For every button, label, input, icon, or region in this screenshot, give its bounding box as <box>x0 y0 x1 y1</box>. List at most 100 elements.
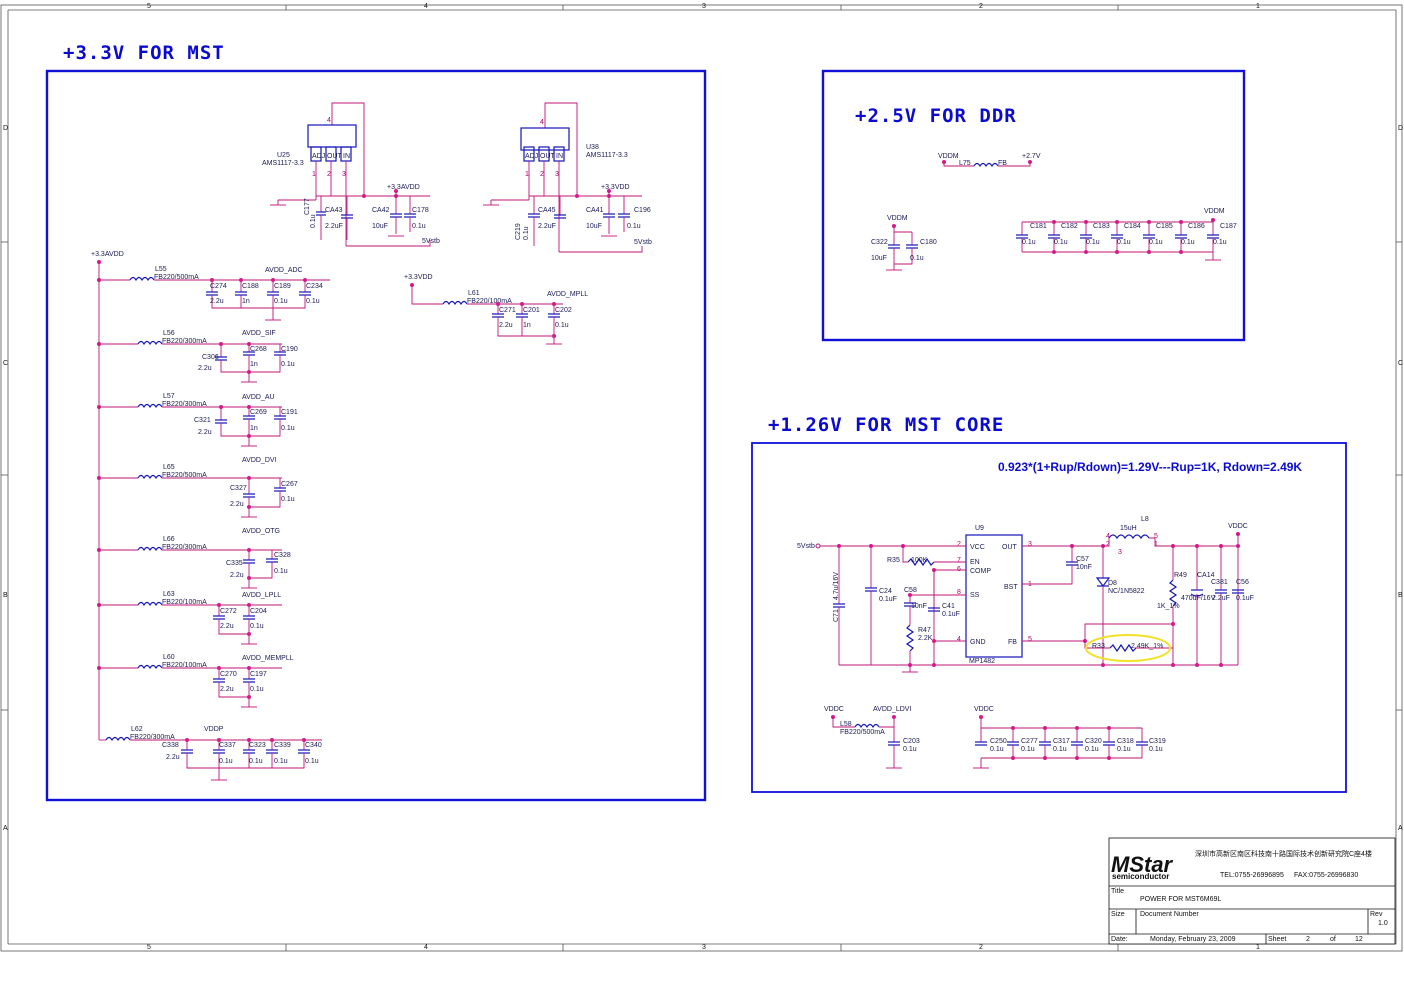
svg-text:FB220/100mA: FB220/100mA <box>162 662 207 669</box>
size-label: Size <box>1111 911 1125 918</box>
svg-text:L8: L8 <box>1141 516 1149 523</box>
svg-text:L55: L55 <box>155 266 167 273</box>
rev-label: Rev <box>1370 911 1383 918</box>
svg-text:0.1u: 0.1u <box>1149 239 1163 246</box>
svg-text:0.1u: 0.1u <box>1054 239 1068 246</box>
section-title-mst33: +3.3V FOR MST <box>63 42 225 64</box>
svg-text:ADJ: ADJ <box>525 153 538 160</box>
svg-text:0.1u: 0.1u <box>249 758 263 765</box>
svg-text:VDDM: VDDM <box>938 153 959 160</box>
svg-text:0.1u: 0.1u <box>250 623 264 630</box>
svg-text:1n: 1n <box>242 298 250 305</box>
svg-text:2.2u: 2.2u <box>230 501 244 508</box>
svg-text:5Vstb: 5Vstb <box>422 238 440 245</box>
svg-text:C58: C58 <box>904 587 917 594</box>
svg-text:6: 6 <box>957 566 961 573</box>
svg-text:VDDP: VDDP <box>204 726 224 733</box>
svg-text:4.7u/16V: 4.7u/16V <box>833 572 840 600</box>
row-label: A <box>1398 825 1403 832</box>
svg-text:0.1uF: 0.1uF <box>879 596 897 603</box>
col-label: 2 <box>979 944 983 951</box>
svg-text:1n: 1n <box>523 322 531 329</box>
svg-text:MP1482: MP1482 <box>969 658 995 665</box>
svg-text:0.1uF: 0.1uF <box>1236 595 1254 602</box>
regulator-u38: 4 ADJ OUT IN U38 AMS1117-3.3 1 2 3 +3.3V… <box>483 102 652 253</box>
svg-text:FB220/500mA: FB220/500mA <box>162 472 207 479</box>
svg-text:2.2u: 2.2u <box>230 572 244 579</box>
svg-text:VDDC: VDDC <box>974 706 994 713</box>
svg-text:C268: C268 <box>250 346 267 353</box>
col-label: 1 <box>1256 944 1260 951</box>
svg-text:0.1u: 0.1u <box>274 298 288 305</box>
svg-text:2: 2 <box>1106 541 1110 548</box>
svg-text:VDDC: VDDC <box>1228 523 1248 530</box>
svg-text:10uF: 10uF <box>871 255 887 262</box>
highlight-r33 <box>1085 634 1171 662</box>
svg-text:AVDD_MEMPLL: AVDD_MEMPLL <box>242 655 294 662</box>
svg-text:2.2K: 2.2K <box>918 635 933 642</box>
sheet-number: 2 <box>1306 936 1310 943</box>
svg-text:C267: C267 <box>281 481 298 488</box>
title-label: Title <box>1111 888 1124 895</box>
svg-text:C187: C187 <box>1220 223 1237 230</box>
svg-text:FB220/100mA: FB220/100mA <box>467 298 512 305</box>
svg-text:0.1u: 0.1u <box>1021 746 1035 753</box>
svg-text:R33: R33 <box>1092 643 1105 650</box>
svg-text:L65: L65 <box>163 464 175 471</box>
svg-text:7: 7 <box>957 557 961 564</box>
col-label: 2 <box>979 3 983 10</box>
svg-text:3: 3 <box>555 171 559 178</box>
svg-text:0.1u: 0.1u <box>412 223 426 230</box>
svg-text:C41: C41 <box>942 603 955 610</box>
company-address: 深圳市高新区南区科技南十路国际技术创新研究院C座4楼 <box>1195 849 1372 858</box>
svg-text:AVDD_ADC: AVDD_ADC <box>265 267 303 274</box>
svg-text:8: 8 <box>957 589 961 596</box>
svg-text:2.2u: 2.2u <box>210 298 224 305</box>
svg-text:FB220/300mA: FB220/300mA <box>162 401 207 408</box>
svg-text:C321: C321 <box>194 417 211 424</box>
sheet-label: Sheet <box>1268 936 1286 943</box>
date-value: Monday, February 23, 2009 <box>1150 936 1236 943</box>
svg-text:C184: C184 <box>1124 223 1141 230</box>
svg-text:D8: D8 <box>1108 580 1117 587</box>
svg-text:NC/1N5822: NC/1N5822 <box>1108 588 1145 595</box>
svg-text:0.1u: 0.1u <box>555 322 569 329</box>
svg-text:SS: SS <box>970 592 980 599</box>
svg-text:AMS1117-3.3: AMS1117-3.3 <box>586 152 628 159</box>
svg-text:2.2u: 2.2u <box>220 686 234 693</box>
svg-text:4: 4 <box>1106 533 1110 540</box>
svg-text:C277: C277 <box>1021 738 1038 745</box>
border-column-labels: 5 4 3 2 1 5 4 3 2 1 D C B A D C B A <box>3 3 1403 951</box>
svg-text:C306: C306 <box>202 354 219 361</box>
svg-text:0.1u: 0.1u <box>310 214 317 228</box>
section-frame-mst33 <box>45 69 707 802</box>
svg-text:AVDD_MPLL: AVDD_MPLL <box>547 291 588 298</box>
svg-text:C186: C186 <box>1188 223 1205 230</box>
svg-text:CA45: CA45 <box>538 207 556 214</box>
svg-text:100K: 100K <box>911 557 928 564</box>
svg-text:2.2uF: 2.2uF <box>325 223 343 230</box>
svg-text:C322: C322 <box>871 239 888 246</box>
svg-text:1K_1%: 1K_1% <box>1157 603 1180 610</box>
svg-text:C320: C320 <box>1085 738 1102 745</box>
svg-text:0.1u: 0.1u <box>274 568 288 575</box>
svg-text:C272: C272 <box>220 608 237 615</box>
company-tel: TEL:0755-26996895 <box>1220 872 1284 879</box>
svg-text:U25: U25 <box>277 152 290 159</box>
svg-text:L56: L56 <box>163 330 175 337</box>
svg-text:0.1u: 0.1u <box>1117 746 1131 753</box>
svg-text:0.1u: 0.1u <box>305 758 319 765</box>
svg-text:C178: C178 <box>412 207 429 214</box>
row-label: A <box>3 825 8 832</box>
svg-text:3: 3 <box>1118 549 1122 556</box>
svg-text:L58: L58 <box>840 721 852 728</box>
svg-text:C189: C189 <box>274 283 291 290</box>
row-label: D <box>1398 125 1403 132</box>
svg-text:FB220/500mA: FB220/500mA <box>840 729 885 736</box>
row-label: B <box>3 592 8 599</box>
